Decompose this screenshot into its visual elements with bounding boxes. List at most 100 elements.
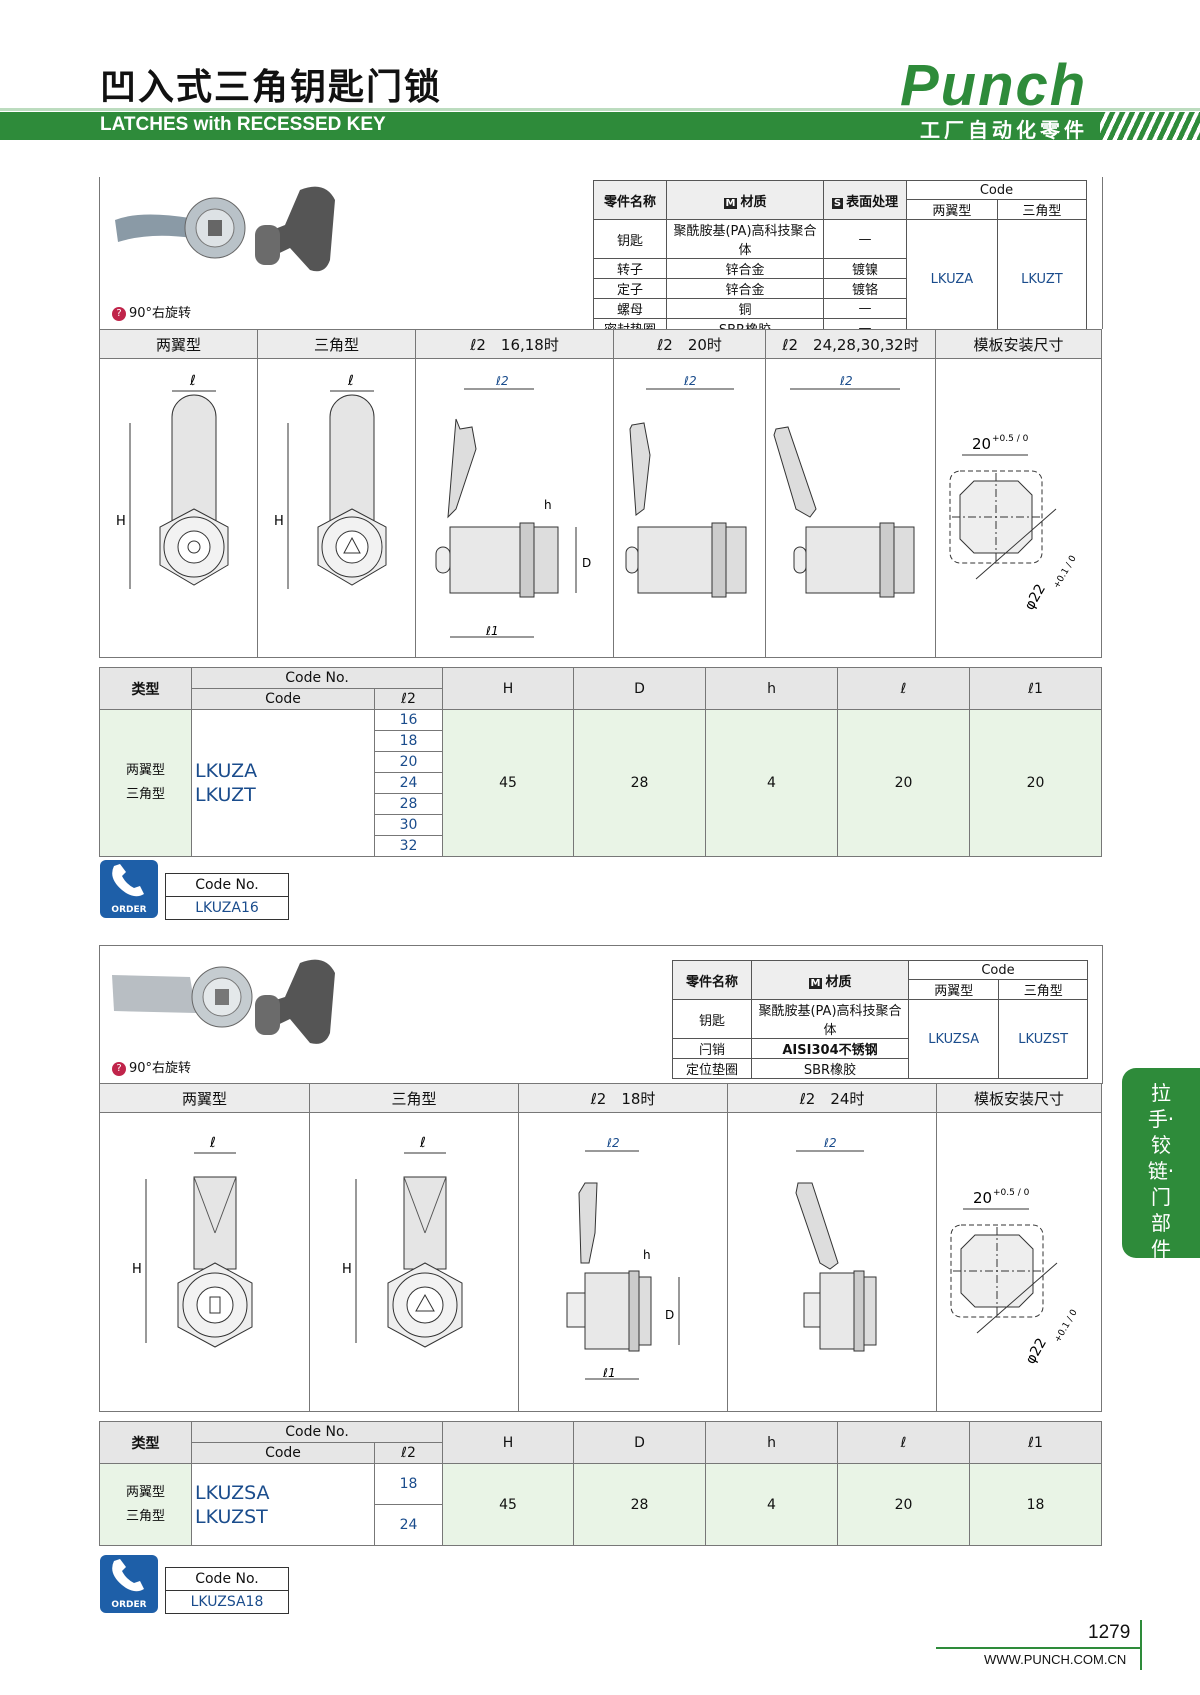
code-header: Code: [908, 960, 1088, 980]
drawing-front-triangle: ℓ H: [309, 1112, 519, 1412]
drawing-side-l2-24-32: ℓ2: [765, 358, 936, 658]
drawing-header: ℓ2 16,18时: [415, 329, 614, 359]
dim-label-H: H: [274, 514, 284, 529]
tmpl-width: 20: [973, 1189, 992, 1207]
value-D: 28: [573, 709, 707, 857]
code-lkuza: LKUZA: [195, 760, 258, 782]
drawing-front-two-wing: ℓ H: [99, 358, 258, 658]
code-header: Code: [906, 180, 1087, 200]
footer-rule-vertical: [1140, 1620, 1142, 1670]
brand-logo: Punch: [900, 53, 1088, 118]
type-triangle: 三角型: [125, 787, 165, 802]
drawing-header: ℓ2 24,28,30,32时: [765, 329, 936, 359]
product-photo-2: [112, 959, 335, 1044]
tmpl-diameter-tol: +0.1 / 0: [1053, 1308, 1080, 1345]
dim-label-l2: ℓ2: [495, 374, 509, 388]
dim-label-D: D: [665, 1308, 674, 1322]
tmpl-diameter-tol: +0.1 / 0: [1052, 554, 1079, 591]
footer-url[interactable]: WWW.PUNCH.COM.CN: [984, 1652, 1127, 1667]
material-icon: M: [723, 197, 738, 209]
dim-label-l2: ℓ2: [823, 1136, 837, 1150]
dim-label-l2: ℓ2: [683, 374, 697, 388]
page-number: 1279: [1088, 1622, 1131, 1643]
col-H: H: [442, 1421, 575, 1464]
order-code-value[interactable]: LKUZSA18: [165, 1590, 289, 1614]
value-l: 20: [837, 709, 971, 857]
l2-value: 18: [373, 1463, 444, 1505]
part-name: 定位垫圈: [672, 1058, 752, 1079]
col-H: H: [442, 667, 575, 710]
l2-value: 32: [373, 835, 444, 857]
part-name: 螺母: [593, 298, 667, 319]
col-type: 类型: [99, 667, 192, 710]
value-h: 4: [705, 1463, 839, 1546]
part-surface: —: [823, 219, 907, 259]
type-two-wing: 两翼型: [125, 1484, 165, 1500]
order-icon[interactable]: ORDER: [100, 860, 158, 918]
drawing-side-l2-20: ℓ2: [613, 358, 766, 658]
category-side-tab[interactable]: 拉 手· 铰 链· 门 部 件: [1122, 1068, 1200, 1261]
side-tab-char: 部: [1151, 1211, 1171, 1235]
info-icon: ?: [112, 306, 126, 321]
col-part-name: 零件名称: [672, 960, 752, 1000]
order-code-value[interactable]: LKUZA16: [165, 896, 289, 920]
dim-label-h: h: [643, 1248, 651, 1262]
part-material: 锌合金: [666, 258, 824, 279]
part-material: 铜: [666, 298, 824, 319]
drawing-header: 两翼型: [99, 1083, 310, 1113]
drawing-side-l2-16-18: ℓ2 h D ℓ1: [415, 358, 614, 658]
side-tab-char: 链·: [1147, 1159, 1175, 1183]
drawing-header: 三角型: [257, 329, 416, 359]
dim-label-l2: ℓ2: [839, 374, 853, 388]
section2-order-code: Code No. LKUZSA18: [165, 1567, 289, 1614]
col-l2: ℓ2: [373, 688, 444, 710]
part-material: AISI304不锈钢: [751, 1038, 909, 1059]
rotation-note: ?90°右旋转: [112, 1057, 191, 1076]
l2-value: 16: [373, 709, 444, 731]
drawing-front-two-wing: ℓ H: [99, 1112, 310, 1412]
info-icon: ?: [112, 1061, 126, 1076]
section1-drawing-table: 两翼型 三角型 ℓ2 16,18时 ℓ2 20时 ℓ2 24,28,30,32时…: [99, 329, 1102, 658]
code-cell: LKUZSA LKUZST: [191, 1463, 375, 1546]
order-label: ORDER: [111, 905, 147, 915]
part-material: SBR橡胶: [751, 1058, 909, 1079]
drawing-header: 模板安装尺寸: [935, 329, 1102, 359]
brand-subtitle: 工厂自动化零件: [920, 118, 1088, 142]
side-tab-char: 件: [1151, 1237, 1171, 1261]
footer-rule: [936, 1647, 1142, 1649]
part-surface: 镀铬: [823, 278, 907, 299]
rotation-note-text: 90°右旋转: [129, 1061, 192, 1076]
type-two-wing: 两翼型: [125, 763, 165, 778]
part-surface: —: [823, 298, 907, 319]
dim-label-l: ℓ: [189, 373, 196, 389]
value-l1: 18: [969, 1463, 1103, 1546]
page-title: 凹入式三角钥匙门锁: [100, 67, 443, 108]
col-material-label: 材质: [740, 194, 767, 210]
drawing-side-l2-18: ℓ2 h D ℓ1: [518, 1112, 728, 1412]
side-tab-char: 拉: [1151, 1081, 1171, 1105]
col-h: h: [705, 667, 839, 710]
tmpl-tol: +0.5 / 0: [993, 1188, 1030, 1198]
value-D: 28: [573, 1463, 707, 1546]
part-surface: 镀镍: [823, 258, 907, 279]
order-code-head: Code No.: [165, 873, 289, 897]
code-value-a: LKUZA: [906, 219, 998, 339]
drawing-header: 两翼型: [99, 329, 258, 359]
header-stripes: [1100, 112, 1200, 140]
tmpl-width: 20: [972, 435, 991, 453]
dim-label-l1: ℓ1: [485, 624, 499, 638]
order-icon[interactable]: ORDER: [100, 1555, 158, 1613]
col-l1: ℓ1: [969, 667, 1103, 710]
dim-label-l: ℓ: [347, 373, 354, 389]
drawing-template-mount: 20 +0.5 / 0 φ22 +0.1 / 0: [935, 358, 1102, 658]
col-l1: ℓ1: [969, 1421, 1103, 1464]
value-l1: 20: [969, 709, 1103, 857]
l2-value: 18: [373, 730, 444, 752]
l2-value: 24: [373, 772, 444, 794]
l2-value: 24: [373, 1504, 444, 1546]
dim-label-H: H: [342, 1262, 352, 1277]
code-type-b: 三角型: [996, 199, 1088, 220]
